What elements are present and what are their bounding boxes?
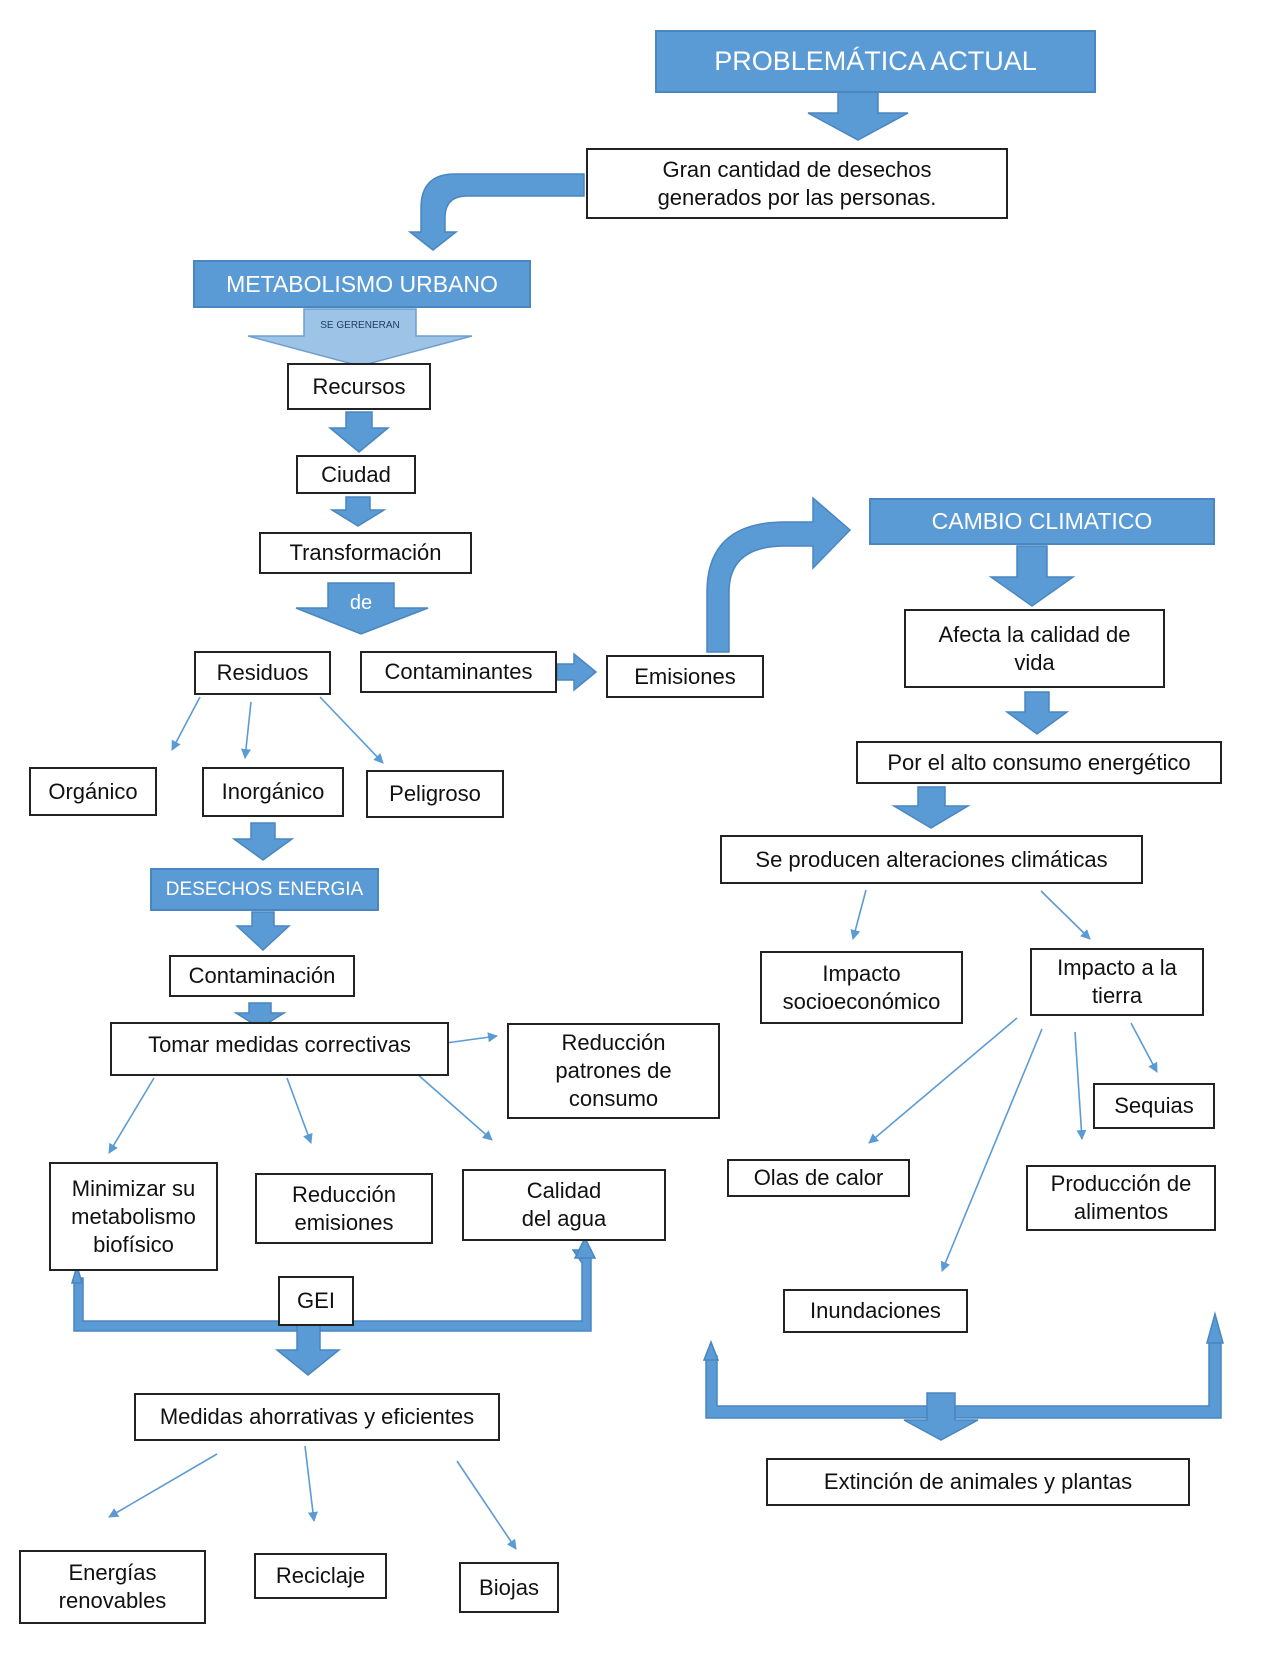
box-extincion-animales-plantas: Extinción de animales y plantas [766,1458,1190,1506]
header-metabolismo-urbano: METABOLISMO URBANO [193,260,531,308]
box-contaminacion: Contaminación [169,955,355,997]
box-calidad-agua: Calidad del agua [462,1169,666,1241]
bent-arrow-gran-to-metabolismo [407,173,585,251]
block-arrow-down [327,411,391,453]
box-gran-cantidad-desechos: Gran cantidad de desechos generados por … [586,148,1008,219]
de-label: de [349,592,373,614]
bracket-right-up-arrow [702,1339,720,1361]
block-arrow-down [233,1002,287,1029]
connector-line [940,1028,1043,1272]
box-reciclaje: Reciclaje [254,1553,387,1599]
box-olas-calor: Olas de calor [727,1159,910,1197]
box-gei: GEI [278,1276,354,1326]
box-residuos: Residuos [194,651,331,695]
box-alto-consumo-energetico: Por el alto consumo energético [856,741,1222,784]
bracket-right [705,1338,1222,1419]
connector-line [456,1460,517,1550]
block-arrow-right [556,652,598,692]
connector-line [171,696,201,751]
box-produccion-alimentos: Producción de alimentos [1026,1165,1216,1231]
box-medidas-ahorrativas: Medidas ahorrativas y eficientes [134,1393,500,1441]
block-arrow-down [329,496,387,527]
header-cambio-climatico: CAMBIO CLIMATICO [869,498,1215,545]
bracket-left-up-arrow [70,1263,84,1284]
connector-line [1040,890,1091,940]
block-arrow-down [231,822,295,861]
connector-line [850,889,867,940]
box-reduccion-emisiones: Reducción emisiones [255,1173,433,1244]
connector-line [415,1072,493,1141]
connector-line [868,1017,1018,1144]
box-reduccion-patrones-consumo: Reducción patrones de consumo [507,1023,720,1119]
header-problematica-actual: PROBLEMÁTICA ACTUAL [655,30,1096,93]
box-inundaciones: Inundaciones [783,1289,968,1333]
box-inorganico: Inorgánico [202,767,344,817]
de-arrow [295,582,429,635]
box-impacto-socioeconomico: Impacto socioeconómico [760,951,963,1024]
connector-line [319,696,384,764]
box-minimizar-metabolismo: Minimizar su metabolismo biofísico [49,1162,218,1271]
block-arrow-down [235,911,291,952]
bracket-left-up-arrow [573,1236,597,1259]
block-arrow-down [891,786,971,829]
block-arrow-down [988,545,1076,607]
box-organico: Orgánico [29,767,157,816]
box-alteraciones-climaticas: Se producen alteraciones climáticas [720,835,1143,884]
connector-line [304,1445,318,1522]
block-arrow-down [807,89,909,141]
connector-line [1074,1031,1087,1140]
box-afecta-calidad-vida: Afecta la calidad de vida [904,609,1165,688]
box-ciudad: Ciudad [296,455,416,494]
se-generan-arrow [247,308,473,367]
box-transformacion: Transformación [259,532,472,574]
box-contaminantes: Contaminantes [360,651,557,693]
connector-line [108,1453,218,1518]
connector-line [108,1077,155,1154]
box-impacto-tierra: Impacto a la tierra [1030,948,1204,1016]
connector-line [240,701,252,759]
header-desechos-energia: DESECHOS ENERGIA [150,868,379,911]
box-tomar-medidas-correctivas: Tomar medidas correctivas [110,1022,449,1076]
box-recursos: Recursos [287,363,431,410]
connector-line [286,1077,313,1144]
box-energias-renovables: Energías renovables [19,1550,206,1624]
connector-line [1130,1022,1158,1073]
box-biojas: Biojas [459,1562,559,1613]
bracket-right-up-arrow [1206,1311,1224,1344]
box-sequias: Sequias [1093,1083,1215,1129]
se-generan-label: SE GERENERAN [320,320,400,331]
block-arrow-down [1004,691,1070,735]
curved-arrow-emisiones-to-cambio [706,496,852,653]
bracket-right-down-arrow [903,1392,979,1441]
box-emisiones: Emisiones [606,655,764,698]
connector-line [445,1032,498,1044]
box-peligroso: Peligroso [366,770,504,818]
